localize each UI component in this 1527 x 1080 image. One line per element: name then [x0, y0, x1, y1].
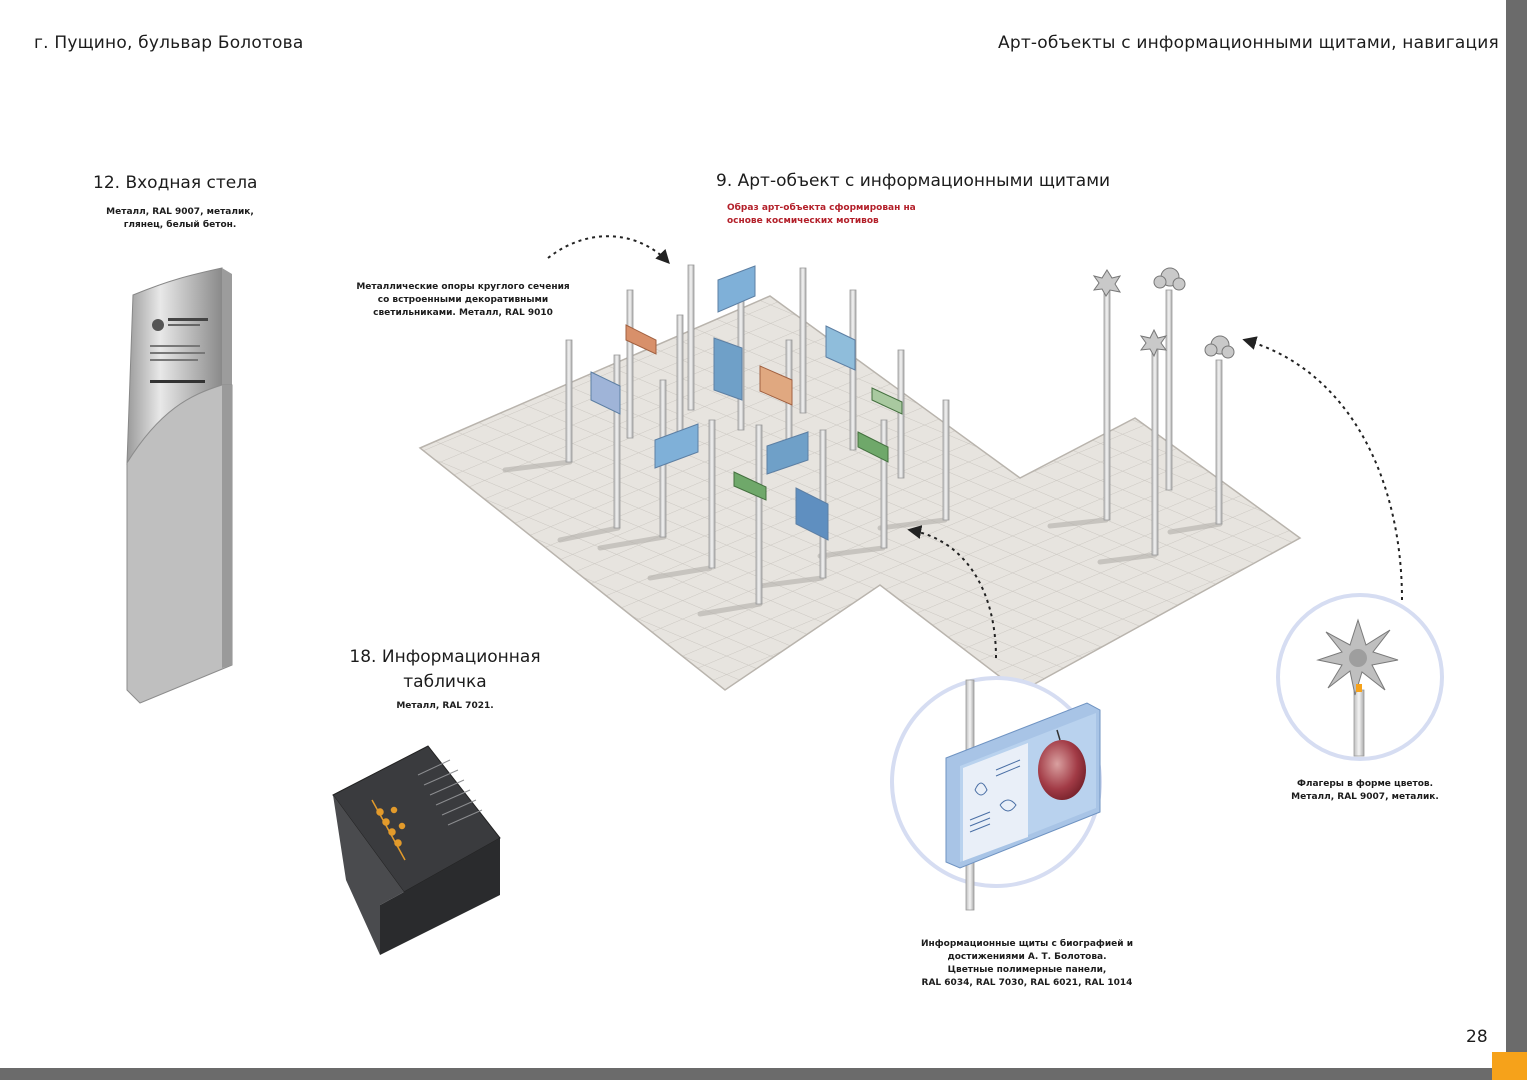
stela-materials-line: Металл, RAL 9007, металик, [106, 207, 254, 217]
plate-title-line: 18. Информационная [349, 647, 541, 667]
supports-caption: Металлические опоры круглого сечения со … [348, 281, 578, 320]
information-plate-illustration [332, 745, 501, 955]
flags-caption-line: Флагеры в форме цветов. [1296, 779, 1434, 789]
stela-title: 12. Входная стела [93, 173, 258, 193]
art-object-note: Образ арт-объекта сформирован на основе … [727, 202, 916, 228]
flags-caption: Флагеры в форме цветов. Металл, RAL 9007… [1270, 778, 1460, 804]
accent-corner [1492, 1052, 1527, 1080]
page-frame-bottom [0, 1068, 1527, 1080]
shield-detail-circle [890, 676, 1102, 911]
header-section: Арт-объекты с информационными щитами, на… [998, 33, 1499, 53]
flags-caption-line: Металл, RAL 9007, металик. [1291, 792, 1439, 802]
plate-materials: Металл, RAL 7021. [396, 701, 494, 711]
supports-caption-line: Металлические опоры круглого сечения [356, 282, 570, 292]
page-frame-right [1506, 0, 1527, 1080]
supports-caption-line: со встроенными декоративными [377, 295, 549, 305]
art-object-note-line: Образ арт-объекта сформирован на [727, 203, 916, 213]
shields-caption-line: Цветные полимерные панели, [947, 965, 1107, 975]
art-object-title: 9. Арт-объект с информационными щитами [716, 171, 1111, 191]
plate-title-line: табличка [403, 672, 487, 692]
header-location: г. Пущино, бульвар Болотова [34, 33, 304, 53]
plate-title: 18. Информационная табличка [340, 645, 550, 695]
flag-detail-circle [1276, 593, 1444, 761]
illustration-canvas [126, 235, 1444, 955]
page-number: 28 [1466, 1027, 1488, 1047]
stela-materials-line: глянец, белый бетон. [123, 220, 237, 230]
shields-caption-line: Информационные щиты с биографией и [921, 939, 1133, 949]
flower-flags [1092, 267, 1235, 359]
shields-caption-line: RAL 6034, RAL 7030, RAL 6021, RAL 1014 [921, 978, 1133, 988]
shields-caption: Информационные щиты с биографией и дости… [892, 938, 1162, 990]
callout-arrows [547, 235, 1403, 659]
supports-caption-line: светильниками. Металл, RAL 9010 [373, 308, 553, 318]
shields-caption-line: достижениями А. Т. Болотова. [947, 952, 1107, 962]
art-object-note-line: основе космических мотивов [727, 216, 879, 226]
plaza-info-panels [590, 265, 903, 541]
stela-materials: Металл, RAL 9007, металик, глянец, белый… [90, 206, 270, 232]
plaza-illustration [418, 295, 1302, 693]
entrance-stela-illustration [126, 267, 233, 704]
